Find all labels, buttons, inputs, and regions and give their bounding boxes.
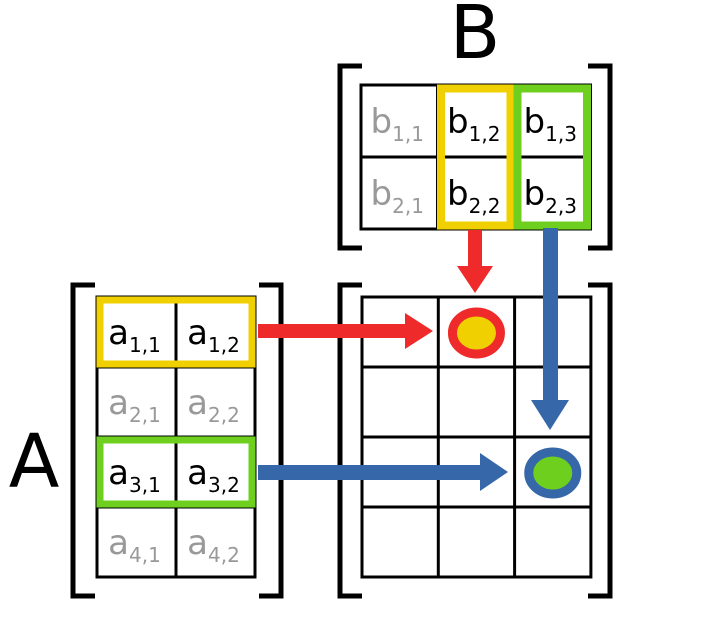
matrix-a-cell-4-1-subscript: 4,1 [129, 543, 161, 567]
red-arrows [258, 230, 493, 349]
matrix-b-cell-2-2: b2,2 [447, 174, 500, 218]
result-markers [447, 307, 582, 499]
matrix-b-col-3-highlight [513, 84, 591, 230]
matrix-a-cell-3-2-subscript: 3,2 [208, 473, 240, 497]
matrix-a-cell-4-2: a4,2 [187, 523, 240, 567]
red-arrow-horizontal-shaft [258, 324, 412, 338]
matrix-c-right-bracket [588, 282, 613, 599]
matrix-c-left-bracket [337, 282, 362, 599]
matrix-a-label: A [9, 419, 60, 505]
matrix-a-cell-1-2-base: a [187, 313, 208, 353]
result-marker-c-3-3 [524, 447, 582, 499]
matrix-b-left-bracket [337, 63, 362, 251]
matrix-b-cell-1-3-subscript: 1,3 [545, 122, 577, 146]
matrix-b-cell-2-2-subscript: 2,2 [469, 194, 501, 218]
matrix-a-cell-3-1-base: a [108, 453, 129, 493]
matrix-b-cell-2-1: b2,1 [371, 174, 424, 218]
matrix-b-cell-1-3-base: b [524, 102, 546, 142]
matrix-a-cell-2-2-subscript: 2,2 [208, 403, 240, 427]
result-marker-c-1-2 [447, 307, 505, 359]
matrix-a-cell-2-1-base: a [108, 383, 129, 423]
matrix-b-cell-1-1-subscript: 1,1 [392, 122, 424, 146]
matrix-a-cell-3-1: a3,1 [108, 453, 161, 497]
red-arrow-vertical-shaft [468, 230, 482, 272]
matrix-b-brackets [337, 63, 613, 251]
matrix-b-cell-1-3: b1,3 [524, 102, 577, 146]
matrix-a-row-1-highlight [96, 296, 256, 368]
matrix-b-cell-2-3-subscript: 2,3 [545, 194, 577, 218]
matrix-a-cell-4-1: a4,1 [108, 523, 161, 567]
matrix-a-cell-1-1-base: a [108, 313, 129, 353]
matrix-b-right-bracket [588, 63, 613, 251]
matrix-a-cell-2-1: a2,1 [108, 383, 161, 427]
matrix-a-cell-2-2-base: a [187, 383, 208, 423]
matrix-c-brackets [337, 282, 613, 599]
matrix-a-right-bracket [259, 282, 284, 599]
matrix-a-cell-4-2-base: a [187, 523, 208, 563]
matrix-a-cell-1-2-subscript: 1,2 [208, 333, 240, 357]
matrix-b-cell-1-2-base: b [447, 102, 469, 142]
matrix-a-cell-1-1: a1,1 [108, 313, 161, 357]
blue-arrows [258, 228, 569, 491]
matrix-a-brackets [70, 282, 284, 599]
matrix-a-left-bracket [70, 282, 95, 599]
matrix-b-cell-2-1-base: b [371, 174, 393, 214]
matrix-b-cell-1-1: b1,1 [371, 102, 424, 146]
blue-arrow-horizontal-shaft [258, 465, 488, 480]
matrix-a-cell-2-2: a2,2 [187, 383, 240, 427]
matrix-b-cell-2-1-subscript: 2,1 [392, 194, 424, 218]
matrix-a-cell-4-1-base: a [108, 523, 129, 563]
red-arrow-horizontal-head [405, 313, 433, 349]
matrix-b-label: B [450, 0, 501, 76]
matrix-a-cell-1-1-subscript: 1,1 [129, 333, 161, 357]
matrix-a-cell-3-2-base: a [187, 453, 208, 493]
matrix-a-cell-3-1-subscript: 3,1 [129, 473, 161, 497]
matrix-a-cell-3-2: a3,2 [187, 453, 240, 497]
matrix-b-cell-2-3: b2,3 [524, 174, 577, 218]
matrix-b-cell-2-3-base: b [524, 174, 546, 214]
matrix-a-row-3-highlight [96, 436, 256, 508]
matrix-b-col-2-highlight [437, 84, 515, 230]
matrix-a-cell-1-2: a1,2 [187, 313, 240, 357]
blue-arrow-vertical-head [531, 400, 569, 430]
blue-arrow-vertical-shaft [543, 228, 558, 406]
blue-arrow-horizontal-head [480, 453, 508, 491]
matrix-b-cell-2-2-base: b [447, 174, 469, 214]
matrix-b-cell-1-2: b1,2 [447, 102, 500, 146]
red-arrow-vertical-head [457, 266, 493, 293]
matrix-a-cell-2-1-subscript: 2,1 [129, 403, 161, 427]
matrix-a-cell-4-2-subscript: 4,2 [208, 543, 240, 567]
matrix-b-cell-1-2-subscript: 1,2 [469, 122, 501, 146]
matrix-b-cell-1-1-base: b [371, 102, 393, 142]
